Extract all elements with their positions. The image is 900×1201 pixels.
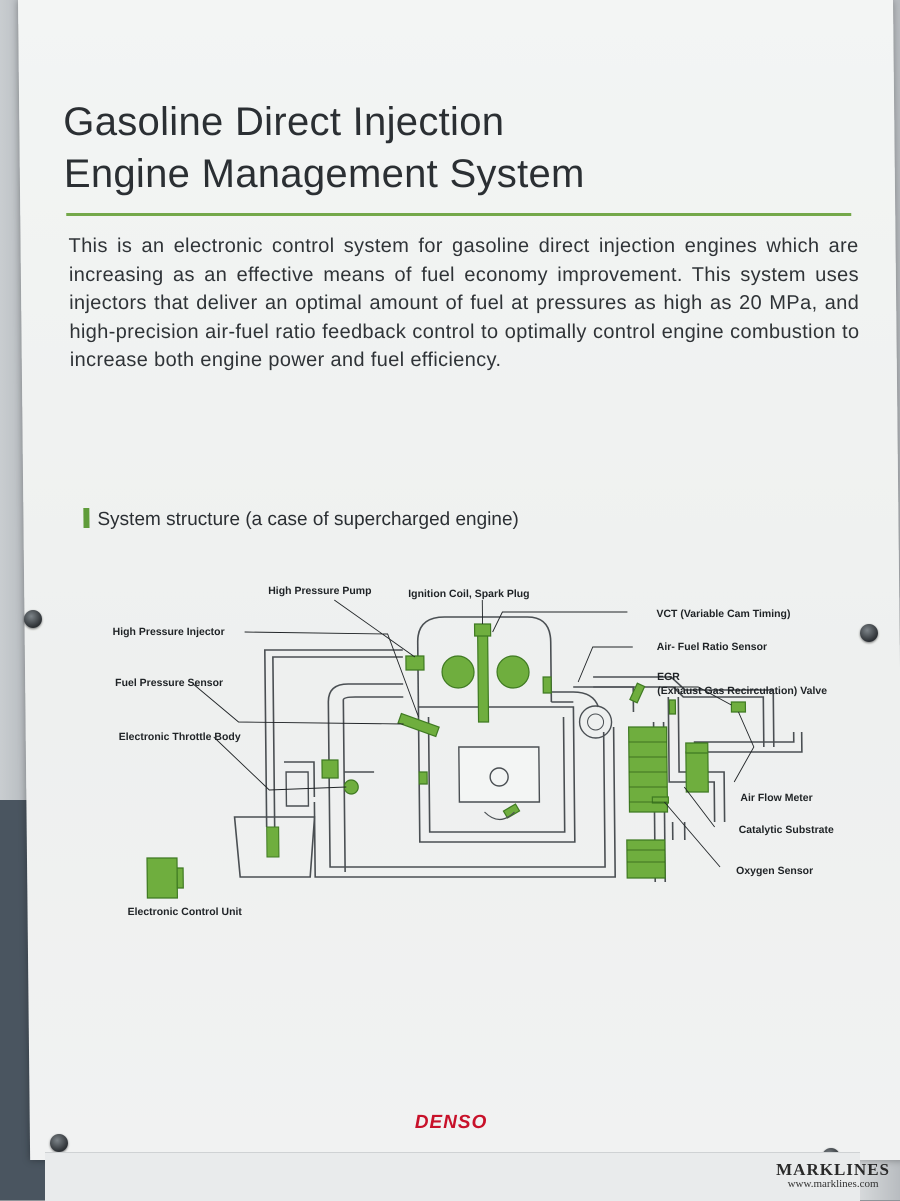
green-components [146, 623, 747, 899]
display-stand [45, 1152, 860, 1201]
title-divider [66, 213, 852, 216]
crank-shape [484, 811, 515, 821]
fuel-pump-component [266, 826, 280, 858]
label-catalytic-substrate: Catalytic Substrate [739, 824, 834, 836]
denso-logo: DENSO [414, 1112, 488, 1133]
section-heading-text: System structure (a case of supercharged… [97, 509, 519, 530]
title-line-1: Gasoline Direct Injection [63, 100, 505, 144]
system-structure-diagram: High Pressure Pump Ignition Coil, Spark … [113, 585, 834, 918]
label-air-flow-meter: Air Flow Meter [740, 792, 812, 804]
fuel-tank-shape [233, 816, 316, 878]
label-af-sensor: Air- Fuel Ratio Sensor [657, 641, 767, 653]
catalytic-stripes [626, 741, 668, 863]
watermark-url: www.marklines.com [787, 1178, 879, 1190]
display-panel: Gasoline Direct Injection Engine Managem… [18, 0, 900, 1160]
turbine-wheel [587, 713, 605, 731]
section-heading: System structure (a case of supercharged… [83, 508, 519, 531]
title-line-2: Engine Management System [63, 152, 585, 196]
turbocharger-shape [578, 705, 613, 739]
poster-title: Gasoline Direct Injection Engine Managem… [63, 96, 764, 200]
label-ecu: Electronic Control Unit [127, 906, 242, 918]
label-fuel-pressure-sensor: Fuel Pressure Sensor [115, 677, 223, 689]
mount-screw-bottom-left [50, 1134, 68, 1152]
label-vct: VCT (Variable Cam Timing) [656, 608, 790, 620]
watermark-logo: MARKLINES [776, 1160, 890, 1179]
label-ignition-coil: Ignition Coil, Spark Plug [408, 588, 529, 600]
label-high-pressure-pump: High Pressure Pump [268, 585, 371, 597]
label-high-pressure-injector: High Pressure Injector [113, 626, 225, 638]
marklines-watermark: MARKLINES www.marklines.com [776, 1160, 890, 1190]
label-egr-line-1: EGR [657, 671, 680, 683]
section-marker [83, 508, 90, 528]
mount-screw-left [24, 610, 42, 628]
label-oxygen-sensor: Oxygen Sensor [736, 865, 813, 877]
mount-screw-right [860, 624, 878, 642]
leader-lines [192, 599, 755, 868]
poster-description: This is an electronic control system for… [68, 235, 860, 371]
piston-pin [489, 767, 509, 787]
piston-shape [458, 746, 541, 803]
label-egr-line-2: (Exhaust Gas Recirculation) Valve [657, 685, 827, 697]
label-throttle-body: Electronic Throttle Body [119, 731, 241, 743]
